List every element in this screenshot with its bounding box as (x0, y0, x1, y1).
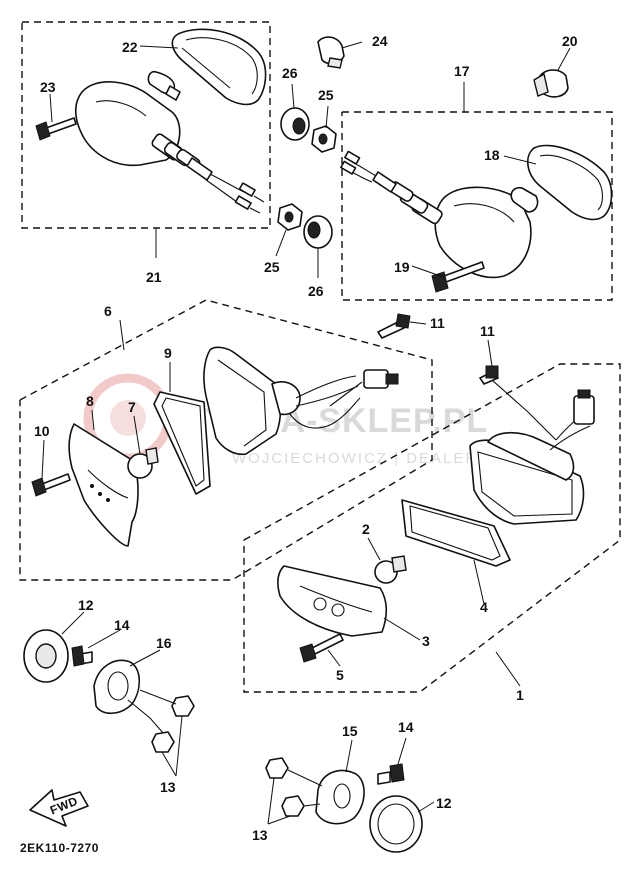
bulb-20 (533, 69, 569, 98)
callout-4: 4 (480, 599, 488, 615)
callout-2: 2 (362, 521, 370, 537)
callout-13-left: 13 (160, 779, 176, 795)
callout-3: 3 (422, 633, 430, 649)
callout-7: 7 (128, 399, 136, 415)
signal-housing-1 (469, 379, 595, 525)
screw-10 (31, 473, 71, 497)
grommet-26-lower (303, 215, 333, 249)
screw-5 (299, 633, 344, 663)
bracket-15 (315, 769, 365, 825)
callout-19: 19 (394, 259, 410, 275)
turn-signal-assembly-rear-right (340, 150, 532, 279)
signal-lens-22 (171, 28, 267, 106)
callout-14-right: 14 (398, 719, 414, 735)
signal-boot-21 (151, 133, 213, 181)
callout-22: 22 (122, 39, 138, 55)
nut-13-left-a (171, 695, 195, 717)
gasket-4 (401, 499, 511, 567)
callout-26-upper: 26 (282, 65, 298, 81)
signal-body-17 (434, 186, 532, 279)
callout-15: 15 (342, 723, 358, 739)
callout-17: 17 (454, 63, 470, 79)
signal-lens-18 (527, 144, 613, 221)
callout-16: 16 (156, 635, 172, 651)
callout-11-right: 11 (480, 323, 495, 339)
watermark-logo-inner-icon (110, 400, 146, 436)
nut-25-lower (277, 203, 303, 231)
callout-21: 21 (146, 269, 162, 285)
callout-11-left: 11 (430, 315, 445, 331)
callout-14-left: 14 (114, 617, 130, 633)
reflector-12-left (23, 629, 69, 683)
forward-direction-arrow-icon (29, 789, 89, 827)
bracket-16 (93, 659, 165, 735)
nut-25-upper (311, 125, 337, 153)
group-box-6 (19, 299, 433, 581)
callout-25-upper: 25 (318, 87, 334, 103)
callout-1: 1 (516, 687, 524, 703)
bulb-inner-17 (510, 186, 539, 213)
callout-25-lower: 25 (264, 259, 280, 275)
screw-11-left (377, 313, 411, 339)
nut-13-left-b (151, 731, 175, 753)
watermark-dealer: WOJCIECHOWICZ | DEALER (232, 450, 478, 467)
callout-18: 18 (484, 147, 500, 163)
callout-13-right: 13 (252, 827, 268, 843)
callout-26-lower: 26 (308, 283, 324, 299)
reflector-12-right (369, 795, 423, 853)
screw-19 (431, 261, 485, 293)
screw-11-right (479, 365, 499, 385)
signal-housing-6 (203, 346, 399, 456)
screw-14-left (71, 645, 93, 667)
grommet-26-upper (280, 107, 310, 141)
callout-5: 5 (336, 667, 344, 683)
callout-10: 10 (34, 423, 50, 439)
lens-3 (277, 565, 388, 637)
nut-13-right-b (281, 795, 305, 817)
group-box-21 (21, 21, 271, 229)
callout-12-right: 12 (436, 795, 452, 811)
callout-24: 24 (372, 33, 388, 49)
lens-8 (68, 423, 139, 547)
screw-23 (35, 117, 77, 141)
callout-9: 9 (164, 345, 172, 361)
callout-20: 20 (562, 33, 578, 49)
bulb-inner-21 (147, 70, 181, 101)
leader-lines (41, 41, 571, 825)
callout-12-left: 12 (78, 597, 94, 613)
callout-6: 6 (104, 303, 112, 319)
callout-23: 23 (40, 79, 56, 95)
group-box-1 (243, 363, 621, 693)
diagram-code: 2EK110-7270 (20, 841, 99, 855)
group-box-17 (341, 111, 613, 301)
screw-14-right (377, 763, 405, 785)
bulb-2 (374, 555, 407, 584)
nut-13-right-a (265, 757, 289, 779)
callout-labels: 22 23 24 20 26 25 17 18 19 25 26 21 6 9 … (34, 33, 578, 843)
signal-boot-17 (372, 171, 443, 225)
turn-signal-assembly-rear-left (74, 81, 265, 214)
gasket-9 (153, 391, 211, 495)
callout-8: 8 (86, 393, 94, 409)
bulb-24 (317, 36, 345, 69)
